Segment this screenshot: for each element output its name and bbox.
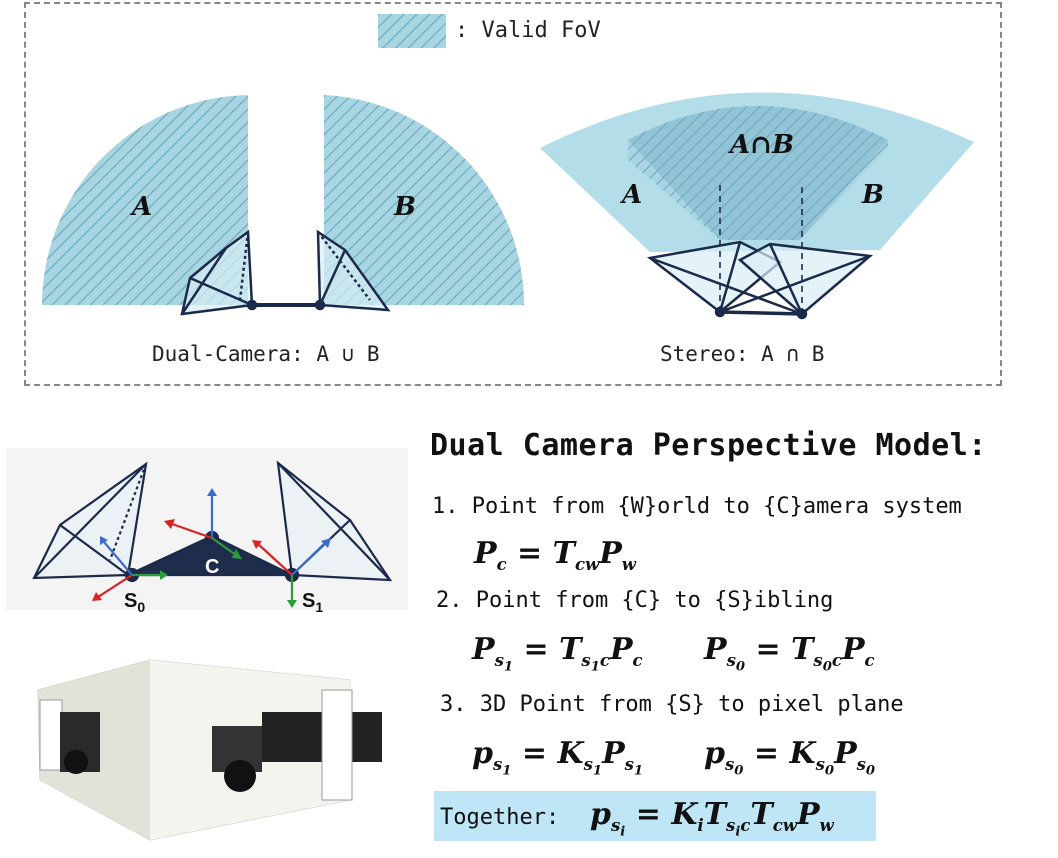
stereo-label-b: B bbox=[862, 180, 884, 210]
dual-label-b: B bbox=[394, 192, 416, 222]
legend-label: : Valid FoV bbox=[455, 18, 601, 43]
frame-label-s0: S0 bbox=[124, 590, 146, 615]
frames-diagram bbox=[32, 460, 393, 583]
equation-2a: Ps1 = Ts1cPc bbox=[472, 632, 643, 675]
fov-comparison-panel bbox=[24, 2, 1002, 386]
equation-1: Pc = TcwPw bbox=[474, 536, 637, 574]
step-2-text: 2. Point from {C} to {S}ibling bbox=[436, 588, 834, 613]
frame-label-s1: S1 bbox=[302, 590, 324, 615]
coordinate-axes bbox=[92, 488, 331, 608]
step-1-text: 1. Point from {W}orld to {C}amera system bbox=[432, 494, 962, 519]
fov-sector-a bbox=[42, 95, 248, 305]
legend-swatch bbox=[378, 14, 446, 48]
equation-3b: ps0 = Ks0Ps0 bbox=[704, 736, 876, 779]
step-3-text: 3. 3D Point from {S} to pixel plane bbox=[440, 692, 904, 717]
dual-label-a: A bbox=[132, 192, 153, 222]
stereo-caption: Stereo: A ∩ B bbox=[660, 342, 825, 366]
sensor-device-photo bbox=[37, 659, 382, 841]
fov-sector-b bbox=[324, 95, 525, 305]
stereo-fov-intersection bbox=[628, 106, 888, 240]
equation-together: psi = KiTsicTcwPw bbox=[590, 797, 834, 840]
dual-camera-caption: Dual-Camera: A ∪ B bbox=[152, 342, 380, 366]
frame-label-c: C bbox=[205, 556, 220, 578]
stereo-label-intersection: A∩B bbox=[730, 130, 794, 160]
dual-camera-rig bbox=[180, 229, 391, 316]
stereo-camera-rig bbox=[646, 182, 873, 320]
together-box bbox=[434, 791, 876, 841]
model-title: Dual Camera Perspective Model: bbox=[430, 428, 987, 463]
equation-2b: Ps0 = Ts0cPc bbox=[704, 632, 875, 675]
together-label: Together: bbox=[440, 805, 560, 830]
equation-3a: ps1 = Ks1Ps1 bbox=[472, 736, 644, 779]
stereo-label-a: A bbox=[622, 180, 643, 210]
